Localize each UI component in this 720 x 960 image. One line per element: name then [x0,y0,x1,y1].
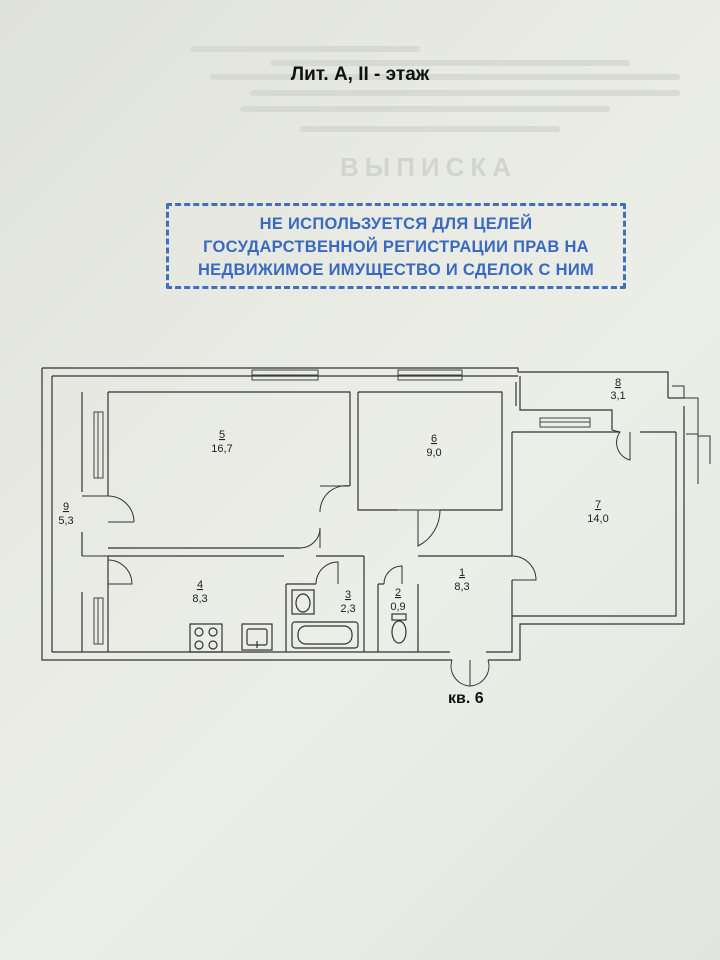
room-3-area: 2,3 [340,603,355,615]
bleed-through-line [210,74,680,80]
room-6-area: 9,0 [426,447,441,459]
bleed-through-line [250,90,680,96]
room-wall [108,391,351,486]
bleed-through-line [270,60,630,66]
stamp-line: НЕ ИСПОЛЬЗУЕТСЯ ДЛЯ ЦЕЛЕЙ [259,215,533,233]
stair-edge [672,385,711,464]
room-wall [519,376,613,430]
room-4-number: 4 [197,579,203,591]
background-watermark: ВЫПИСКА [340,152,518,182]
door-swing [82,429,631,687]
window [93,369,591,645]
washbasin-icon [291,589,315,615]
room-5-number: 5 [219,429,225,441]
room-9-number: 9 [63,501,69,513]
stamp-line: ГОСУДАРСТВЕННОЙ РЕГИСТРАЦИИ ПРАВ НА [203,238,589,256]
stair-edge [686,433,699,484]
bleed-through-line [240,106,610,112]
room-6-number: 6 [431,433,437,445]
stamp-line: НЕДВИЖИМОЕ ИМУЩЕСТВО И СДЕЛОК С НИМ [197,261,595,279]
room-2-area: 0,9 [390,601,405,613]
room-4-area: 8,3 [192,593,207,605]
room-9-area: 5,3 [58,515,73,527]
bleed-through-line [190,46,420,52]
room-3-number: 3 [345,589,351,601]
apartment-label: кв. 6 [448,690,484,707]
room-wall [358,391,503,511]
room-1-area: 8,3 [454,581,469,593]
room-wall [486,432,677,653]
bleed-through-line [300,126,560,132]
room-wall [357,392,398,511]
room-7-number: 7 [595,499,601,511]
toilet-icon [391,613,407,644]
bathtub-icon [291,621,359,649]
exterior-wall [41,368,52,661]
room-8-number: 8 [615,377,621,389]
page-title: Лит. А, II - этаж [290,64,430,85]
exterior-wall [42,367,669,398]
exterior-wall [488,406,685,661]
stove-icon [189,623,223,653]
sink-icon [241,623,273,651]
registration-stamp: НЕ ИСПОЛЬЗУЕТСЯ ДЛЯ ЦЕЛЕЙ ГОСУДАРСТВЕННО… [166,203,626,289]
room-1-number: 1 [459,567,465,579]
room-2-number: 2 [395,587,401,599]
room-8-area: 3,1 [610,390,625,402]
room-5-area: 16,7 [211,443,232,455]
room-7-area: 14,0 [587,513,608,525]
